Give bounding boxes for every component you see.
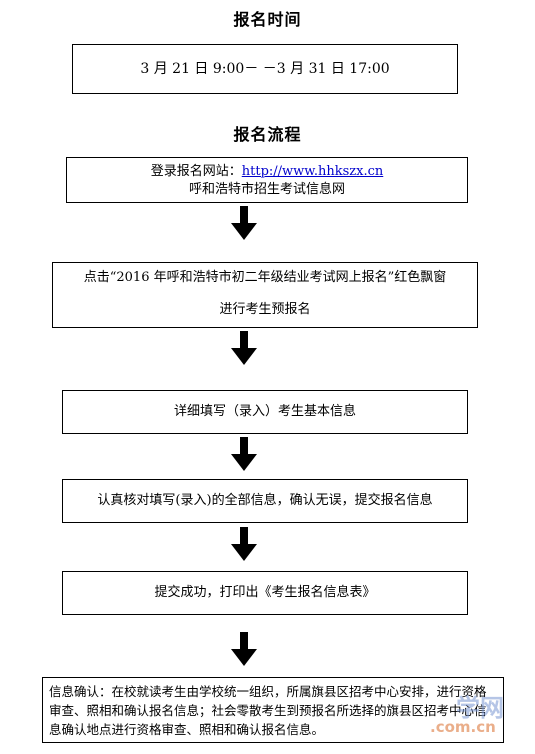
step-4-box: 认真核对填写(录入)的全部信息，确认无误，提交报名信息 <box>62 479 468 523</box>
registration-time-heading: 报名时间 <box>233 10 302 29</box>
registration-period-box: 3 月 21 日 9:00－ －3 月 31 日 17:00 <box>72 44 458 94</box>
step-2-line2: 进行考生预报名 <box>219 302 311 317</box>
down-arrow-icon <box>231 206 257 240</box>
step-5-box: 提交成功，打印出《考生报名信息表》 <box>62 571 468 615</box>
watermark-domain: .com.cn <box>430 718 496 736</box>
step-1-box: 登录报名网站：http://www.hhkszx.cn 呼和浩特市招生考试信息网 <box>66 157 468 203</box>
step-6-text: 信息确认：在校就读考生由学校统一组织，所属旗县区招考中心安排，进行资格审查、照相… <box>49 684 487 737</box>
step-2-box: 点击“2016 年呼和浩特市初二年级结业考试网上报名”红色飘窗 进行考生预报名 <box>52 262 478 328</box>
step-6-box: 信息确认：在校就读考生由学校统一组织，所属旗县区招考中心安排，进行资格审查、照相… <box>42 677 504 743</box>
step-3-box: 详细填写（录入）考生基本信息 <box>62 390 468 434</box>
watermark-logo: 学网 <box>456 694 504 722</box>
step-2-line1: 点击“2016 年呼和浩特市初二年级结业考试网上报名”红色飘窗 <box>83 270 447 285</box>
step-4-text: 认真核对填写(录入)的全部信息，确认无误，提交报名信息 <box>97 493 433 508</box>
registration-period-text: 3 月 21 日 9:00－ －3 月 31 日 17:00 <box>140 61 390 77</box>
registration-process-heading: 报名流程 <box>233 125 302 144</box>
step-1-line2: 呼和浩特市招生考试信息网 <box>188 182 345 197</box>
step-3-text: 详细填写（录入）考生基本信息 <box>173 404 356 419</box>
down-arrow-icon <box>231 437 257 471</box>
step-5-text: 提交成功，打印出《考生报名信息表》 <box>154 585 376 600</box>
step-1-prefix: 登录报名网站： <box>150 164 242 179</box>
registration-website-link[interactable]: http://www.hhkszx.cn <box>241 164 384 179</box>
down-arrow-icon <box>231 331 257 365</box>
step-1-line1: 登录报名网站：http://www.hhkszx.cn <box>67 163 467 181</box>
down-arrow-icon <box>231 632 257 666</box>
down-arrow-icon <box>231 527 257 561</box>
